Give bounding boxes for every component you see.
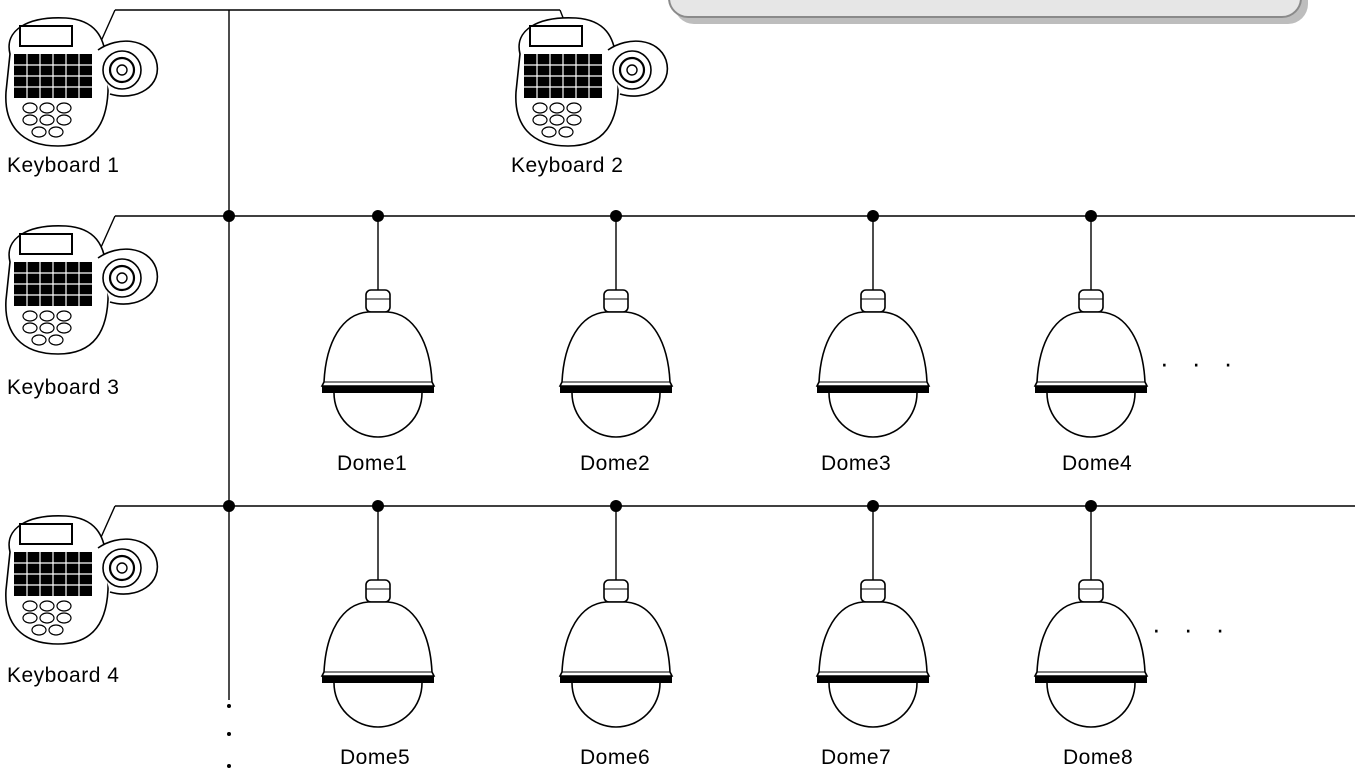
keyboard-4-label: Keyboard 4 bbox=[7, 664, 120, 687]
junction-dots bbox=[223, 210, 1097, 768]
dome-1-icon bbox=[321, 289, 435, 438]
keyboard-1-icon bbox=[4, 16, 159, 148]
continuation-marks-row2: · · · bbox=[1152, 614, 1233, 644]
continuation-marks-row1: · · · bbox=[1160, 348, 1241, 378]
continuation-dot bbox=[227, 764, 231, 768]
keyboard-3-label: Keyboard 3 bbox=[7, 376, 120, 399]
junction-dot bbox=[867, 210, 879, 222]
keyboard-2-icon bbox=[514, 16, 669, 148]
junction-dot bbox=[867, 500, 879, 512]
continuation-dot bbox=[227, 732, 231, 736]
junction-dot bbox=[223, 500, 235, 512]
keyboard-4-icon bbox=[4, 514, 159, 646]
junction-dot bbox=[1085, 500, 1097, 512]
dome-2-icon bbox=[559, 289, 673, 438]
dome-5-label: Dome5 bbox=[340, 746, 411, 769]
keyboard-3-icon bbox=[4, 224, 159, 356]
dome-6-label: Dome6 bbox=[580, 746, 651, 769]
dome-7-label: Dome7 bbox=[821, 746, 892, 769]
dome-4-icon bbox=[1034, 289, 1148, 438]
junction-dot bbox=[372, 500, 384, 512]
junction-dot bbox=[1085, 210, 1097, 222]
dome-3-label: Dome3 bbox=[821, 452, 892, 475]
junction-dot bbox=[223, 210, 235, 222]
dome-4-label: Dome4 bbox=[1062, 452, 1133, 475]
dome-8-label: Dome8 bbox=[1063, 746, 1134, 769]
dome-5-icon bbox=[321, 579, 435, 728]
junction-dot bbox=[610, 210, 622, 222]
keyboard-1-label: Keyboard 1 bbox=[7, 154, 120, 177]
dome-1-label: Dome1 bbox=[337, 452, 408, 475]
dome-6-icon bbox=[559, 579, 673, 728]
continuation-dot bbox=[227, 704, 231, 708]
dome-8-icon bbox=[1034, 579, 1148, 728]
keyboard-2-label: Keyboard 2 bbox=[511, 154, 624, 177]
junction-dot bbox=[372, 210, 384, 222]
dome-3-icon bbox=[816, 289, 930, 438]
dome-2-label: Dome2 bbox=[580, 452, 651, 475]
dome-7-icon bbox=[816, 579, 930, 728]
junction-dot bbox=[610, 500, 622, 512]
